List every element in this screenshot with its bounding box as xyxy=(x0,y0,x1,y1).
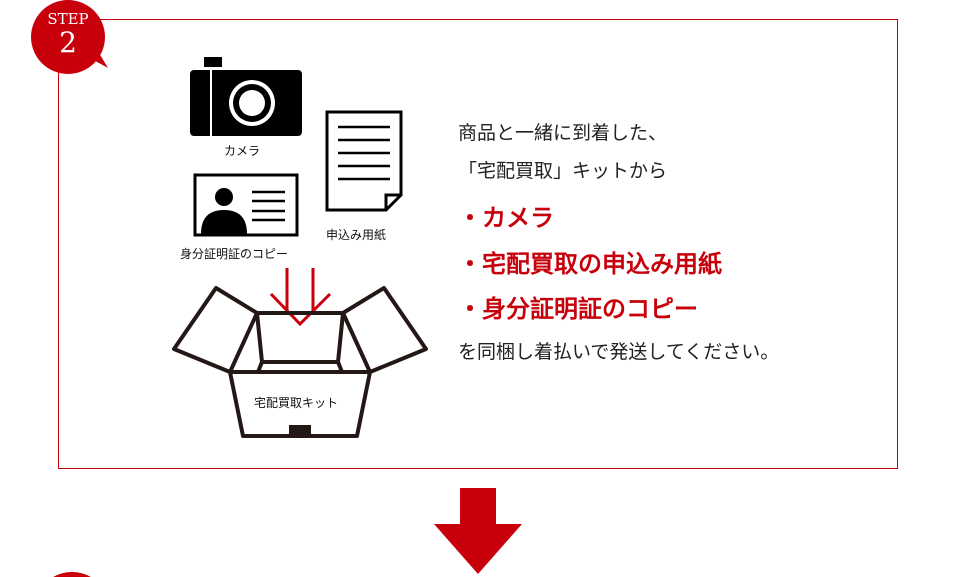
form-document-icon xyxy=(325,110,403,212)
next-step-arrow-icon xyxy=(434,488,522,574)
item-camera: ・カメラ xyxy=(458,203,554,232)
step-panel xyxy=(58,19,898,469)
red-down-arrow-icon xyxy=(269,268,332,327)
step-label: STEP xyxy=(47,10,89,28)
camera-label: カメラ xyxy=(224,144,261,158)
id-copy-label: 身分証明証のコピー xyxy=(180,247,289,261)
item-application-form: ・宅配買取の申込み用紙 xyxy=(458,249,722,278)
instruction-line-3: を同梱し着払いで発送してください。 xyxy=(458,341,780,363)
camera-icon xyxy=(190,57,302,136)
form-label: 申込み用紙 xyxy=(326,228,387,242)
step-badge: STEP 2 xyxy=(28,0,108,76)
step-number: 2 xyxy=(59,26,77,59)
open-box-icon xyxy=(172,286,428,438)
box-label: 宅配買取キット xyxy=(254,396,339,410)
item-id-copy: ・身分証明証のコピー xyxy=(458,294,698,323)
instruction-line-1: 商品と一緒に到着した、 xyxy=(458,122,668,144)
id-card-icon xyxy=(193,173,299,237)
badge-bubble-icon xyxy=(31,0,108,74)
instruction-line-2: 「宅配買取」キットから xyxy=(458,160,668,182)
next-step-badge xyxy=(53,572,91,577)
